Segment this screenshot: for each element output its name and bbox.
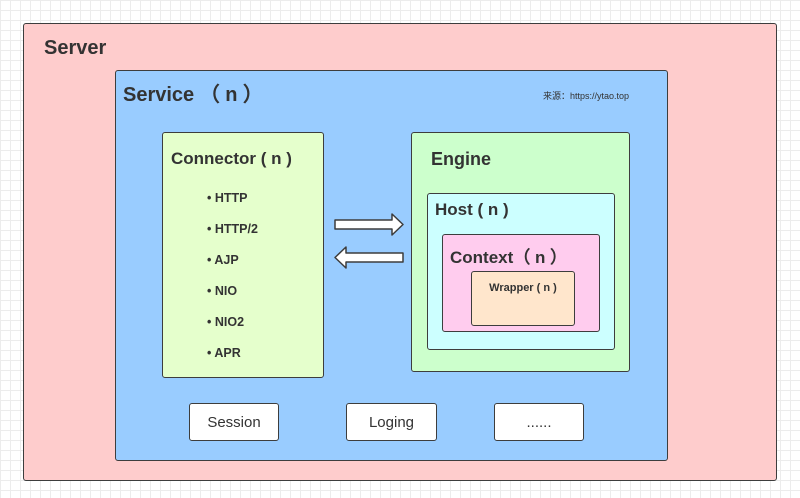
arrow-left-icon — [334, 246, 404, 269]
protocol-item: • NIO — [207, 284, 238, 298]
bidirectional-arrows — [334, 213, 404, 269]
wrapper-title: Wrapper ( n ) — [489, 282, 557, 294]
source-note: 来源：https://ytao.top — [543, 91, 630, 101]
connector-box: Connector ( n ) • HTTP • HTTP/2 • AJP • … — [162, 132, 324, 378]
arrow-right-icon — [334, 213, 404, 236]
engine-title: Engine — [431, 149, 492, 169]
protocol-item: • NIO2 — [207, 315, 245, 329]
server-title: Server — [44, 37, 107, 59]
wrapper-box: Wrapper ( n ) — [471, 271, 575, 326]
protocol-item: • HTTP/2 — [207, 222, 258, 236]
protocol-list: • HTTP • HTTP/2 • AJP • NIO • NIO2 • APR — [207, 190, 258, 376]
more-components-box: ...... — [494, 403, 584, 441]
host-title: Host ( n ) — [435, 200, 509, 219]
context-title: Context（ n ） — [450, 248, 568, 267]
protocol-item: • APR — [207, 346, 241, 360]
protocol-item: • AJP — [207, 253, 239, 267]
protocol-item: • HTTP — [207, 191, 248, 205]
service-title: Service （ n ） — [123, 84, 264, 106]
connector-title: Connector ( n ) — [171, 149, 292, 168]
loging-box: Loging — [346, 403, 437, 441]
session-box: Session — [189, 403, 279, 441]
